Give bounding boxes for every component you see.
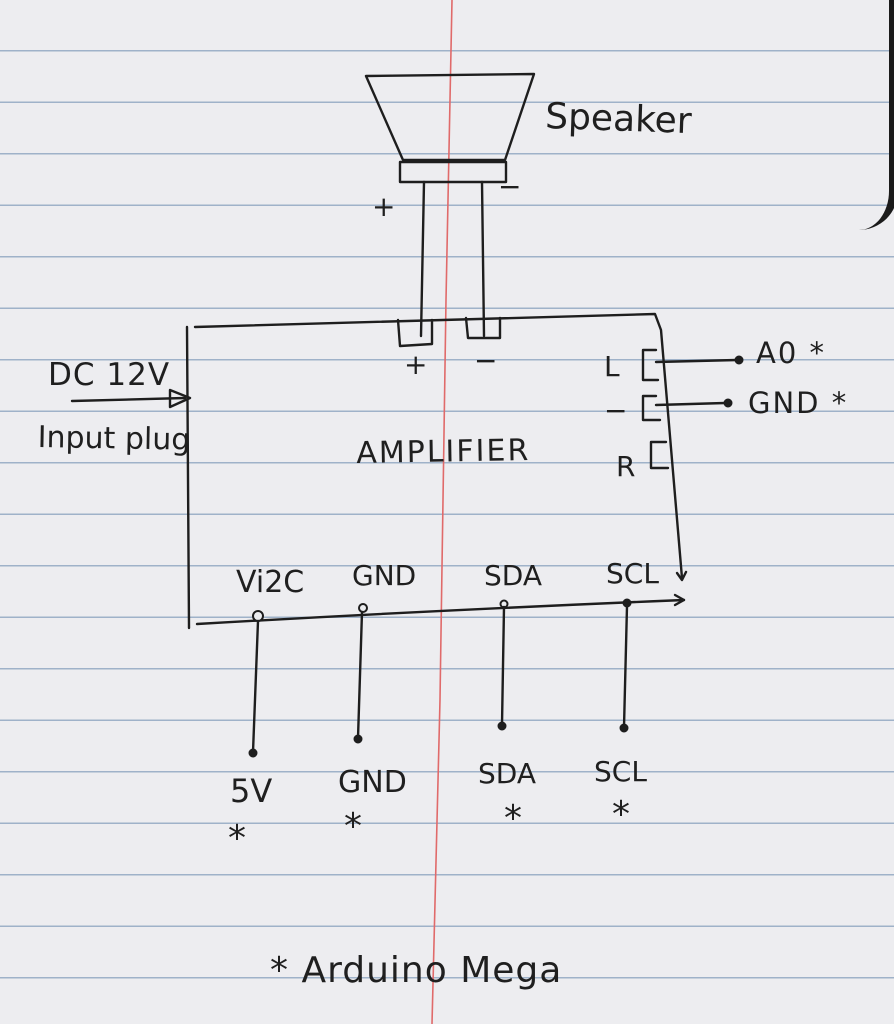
terminal-gnd-box xyxy=(641,394,662,422)
wire-sda xyxy=(500,605,506,727)
pin-gnd-label: GND xyxy=(352,559,417,592)
amplifier-box-arrow xyxy=(675,570,688,582)
scl-dot xyxy=(619,723,629,733)
speaker-wire-plus xyxy=(419,180,426,338)
asterisk-gnd: * xyxy=(344,806,362,847)
gnd-node xyxy=(358,603,368,613)
pin-scl-label: SCL xyxy=(606,557,659,590)
speaker-wire-minus xyxy=(480,180,486,338)
amp-plus-label: + xyxy=(404,348,428,381)
arduino-sda-label: SDA xyxy=(478,757,536,790)
speaker-cone xyxy=(364,72,536,162)
wire-a0 xyxy=(654,358,739,364)
a0-label: A0 * xyxy=(756,336,827,370)
pin-vi2c-label: Vi2C xyxy=(236,565,305,600)
speaker-label: Speaker xyxy=(544,96,693,143)
terminal-r-box xyxy=(649,440,670,470)
asterisk-5v: * xyxy=(228,818,246,859)
pin-sda-label: SDA xyxy=(484,559,542,592)
wire-5v xyxy=(251,619,260,754)
dc-voltage-label: DC 12V xyxy=(48,357,171,393)
amplifier-box xyxy=(185,312,686,630)
gnd-dot xyxy=(353,734,363,744)
asterisk-sda: * xyxy=(504,798,522,839)
wire-scl xyxy=(622,604,629,729)
arduino-gnd-label: GND xyxy=(338,765,407,800)
input-arrow-line xyxy=(70,396,187,403)
arduino-scl-label: SCL xyxy=(594,755,647,788)
wire-gnd xyxy=(356,610,364,740)
input-arrow-head xyxy=(168,388,192,409)
terminal-gnd-label: − xyxy=(604,394,628,427)
black-cable xyxy=(859,0,894,230)
terminal-l-label: L xyxy=(604,350,620,383)
vi2c-node xyxy=(252,610,264,622)
footnote-arduino-mega: * Arduino Mega xyxy=(270,950,563,991)
terminal-r-label: R xyxy=(616,450,636,483)
audio-gnd-label: GND * xyxy=(748,386,849,420)
audio-gnd-dot xyxy=(723,398,733,408)
amplifier-label: AMPLIFIER xyxy=(356,432,531,471)
amp-terminal-minus xyxy=(464,316,502,340)
arduino-5v-label: 5V xyxy=(230,772,273,810)
sda-dot xyxy=(497,721,507,731)
wire-audio-gnd xyxy=(654,401,727,407)
asterisk-scl: * xyxy=(612,794,630,835)
amp-terminal-plus xyxy=(396,318,434,348)
speaker-minus-label: − xyxy=(498,170,522,203)
amp-minus-label: − xyxy=(474,344,498,377)
5v-dot xyxy=(248,748,258,758)
input-plug-label: Input plug xyxy=(37,420,191,458)
i2c-line-arrow xyxy=(673,593,686,607)
a0-dot xyxy=(734,355,744,365)
speaker-base xyxy=(398,160,508,184)
terminal-l-box xyxy=(641,348,660,382)
speaker-plus-label: + xyxy=(372,190,396,223)
